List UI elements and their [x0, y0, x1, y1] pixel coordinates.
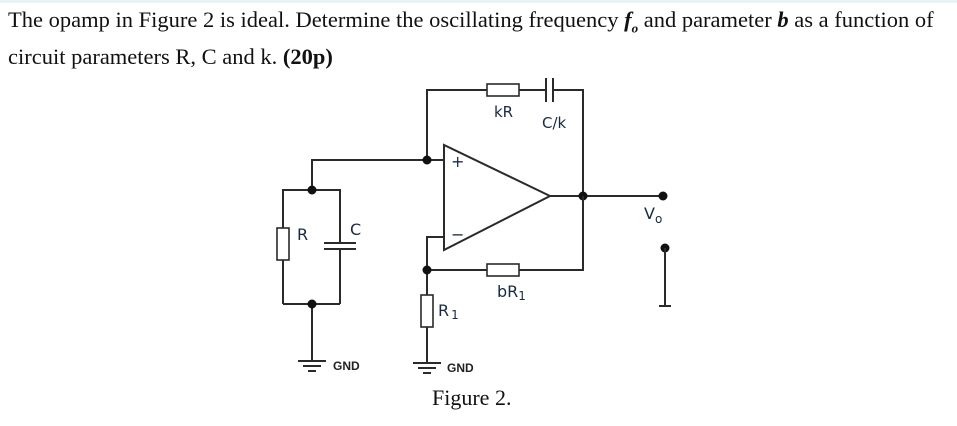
label-gnd-right: GND: [447, 361, 474, 375]
label-C-over-k: C/k: [542, 114, 567, 132]
question-part2: and parameter: [638, 7, 778, 32]
wire-plus-input: [311, 159, 444, 190]
resistor-R: [276, 227, 290, 261]
question-part1: The opamp in Figure 2 is ideal. Determin…: [8, 7, 625, 32]
wire-positive-feedback: [426, 89, 584, 196]
figure-caption: Figure 2.: [432, 385, 511, 410]
resistor-bR1: [486, 263, 520, 277]
capacitor-C-over-k: [545, 78, 554, 102]
ground-left-icon: [298, 356, 326, 372]
resistor-kR: [486, 83, 520, 97]
opamp-symbol: [443, 143, 553, 252]
ground-right-icon: [413, 356, 441, 374]
label-R: R: [297, 225, 308, 244]
label-vo: Vo: [644, 204, 662, 226]
label-kR: kR: [494, 103, 513, 121]
points-label: (20p): [282, 43, 333, 69]
node-rc-top: [307, 185, 317, 195]
rc-parallel: [282, 189, 341, 356]
terminal-vo-top: [658, 191, 668, 201]
question-part3: as a function of circuit parameters R, C…: [8, 7, 934, 69]
resistor-R1: [420, 294, 434, 328]
node-plus: [422, 155, 432, 165]
question-text: The opamp in Figure 2 is ideal. Determin…: [8, 6, 953, 71]
node-minus: [422, 265, 432, 275]
label-minus: −: [451, 225, 464, 244]
capacitor-C: [324, 242, 356, 250]
label-gnd-left: GND: [333, 359, 360, 373]
label-C: C: [350, 220, 361, 239]
label-bR1: bR1: [497, 282, 526, 303]
b-symbol: b: [777, 7, 789, 32]
top-border: [0, 0, 957, 3]
node-rc-bottom: [307, 299, 317, 309]
wire-negative-feedback: [426, 196, 584, 356]
wire-vo-bottom: [659, 248, 671, 307]
label-plus: +: [451, 152, 464, 171]
fo-symbol: fo: [624, 7, 639, 36]
